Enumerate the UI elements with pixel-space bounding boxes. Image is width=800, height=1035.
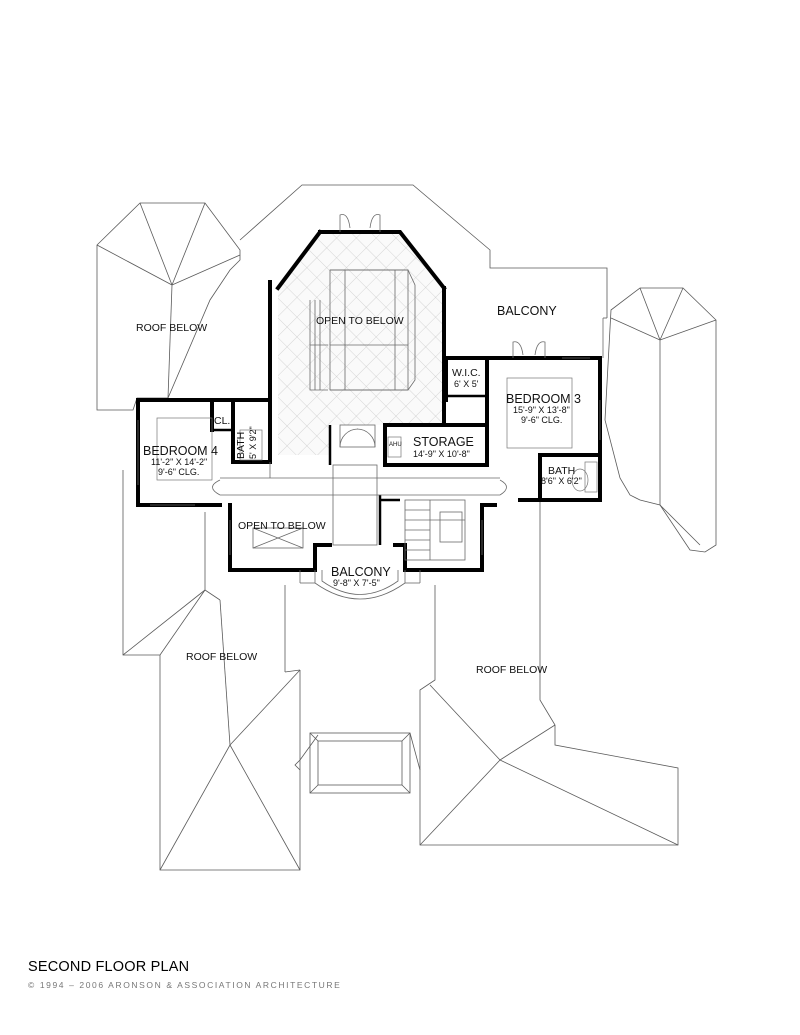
atrium-open-to-below (278, 232, 444, 455)
label-bedroom-4: BEDROOM 4 (143, 444, 218, 458)
label-open-to-below-mid: OPEN TO BELOW (238, 520, 326, 532)
label-bedroom-3-clg: 9'-6" CLG. (521, 415, 562, 425)
doors-windows (137, 214, 604, 555)
label-bedroom-4-clg: 9'-6" CLG. (158, 467, 199, 477)
label-bedroom-3: BEDROOM 3 (506, 392, 581, 406)
label-balcony-south-dim: 9'-8" X 7'-5" (333, 578, 380, 588)
label-wic: W.I.C. (452, 367, 481, 379)
roof-east (604, 287, 717, 553)
label-bath-west-dim: 5' X 9'2" (248, 426, 258, 459)
label-bath-west: BATH (235, 432, 247, 459)
stairs-south (404, 499, 466, 561)
label-open-to-below-top: OPEN TO BELOW (316, 315, 404, 327)
roof-center-vent (294, 732, 411, 794)
balcony-south (299, 570, 421, 600)
label-roof-below-sw: ROOF BELOW (186, 651, 257, 663)
label-balcony-south: BALCONY (331, 565, 391, 579)
label-roof-below-nw: ROOF BELOW (136, 322, 207, 334)
roof-upper (239, 184, 608, 319)
roof-nw (96, 202, 241, 411)
label-ahu: AHU (389, 442, 402, 448)
label-balcony-ne: BALCONY (497, 304, 557, 318)
label-storage: STORAGE (413, 435, 474, 449)
label-roof-below-se: ROOF BELOW (476, 664, 547, 676)
open-below-south (252, 527, 304, 549)
plan-title: SECOND FLOOR PLAN (28, 959, 190, 975)
copyright-notice: © 1994 – 2006 ARONSON & ASSOCIATION ARCH… (28, 980, 342, 990)
label-bedroom-3-dim: 15'-9" X 13'-8" (513, 405, 570, 415)
label-storage-dim: 14'-9" X 10'-8" (413, 449, 470, 459)
label-closet: CL. (214, 415, 230, 427)
label-bath-east: BATH (548, 465, 575, 477)
label-bedroom-4-dim: 11'-2" X 14'-2" (151, 457, 207, 467)
room-labels: ROOF BELOW ROOF BELOW ROOF BELOW OPEN TO… (136, 304, 582, 676)
corridor-details (212, 424, 507, 546)
roof-se (409, 500, 679, 846)
label-wic-dim: 6' X 5' (454, 379, 479, 389)
label-bath-east-dim: 8'6" X 6'2" (541, 476, 582, 486)
